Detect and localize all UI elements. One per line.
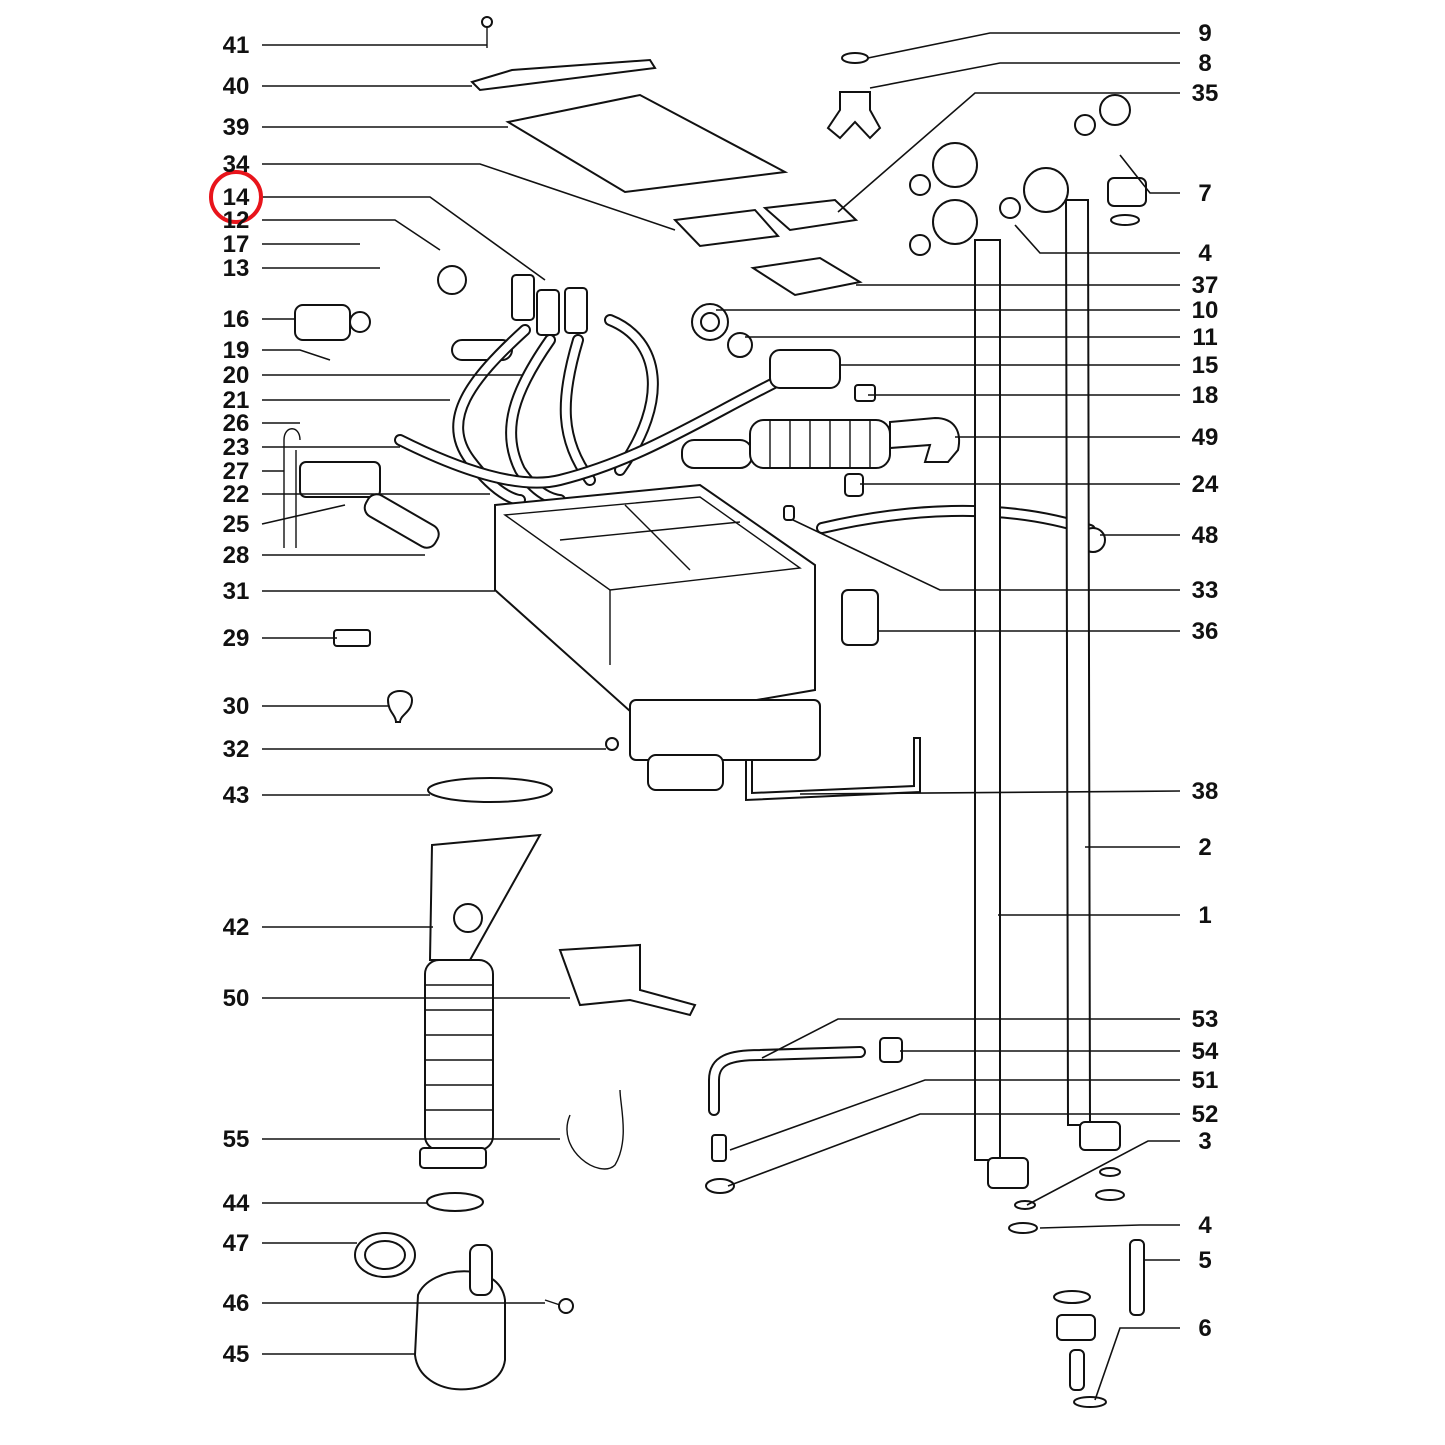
callout-label-left: 17	[223, 231, 250, 258]
callout-label-right: 54	[1192, 1038, 1219, 1065]
callout-label-left: 22	[223, 481, 250, 508]
callout-label-right: 4	[1198, 1212, 1212, 1239]
callout-label-right: 36	[1192, 618, 1219, 645]
parts-drawing	[283, 16, 1147, 1408]
callout-label-left: 32	[223, 736, 250, 763]
callout-label-right: 33	[1192, 577, 1219, 604]
callout-label-left: 43	[223, 782, 250, 809]
callout-label-left: 26	[223, 410, 250, 437]
callout-label-right: 49	[1192, 424, 1219, 451]
callout-label-left: 14	[223, 184, 250, 211]
callout-label-left: 16	[223, 306, 250, 333]
callout-label-left: 25	[223, 511, 250, 538]
callout-label-right: 37	[1192, 272, 1219, 299]
callout-label-left: 12	[223, 207, 250, 234]
callout-label-left: 21	[223, 387, 250, 414]
callout-label-right: 4	[1198, 240, 1212, 267]
callout-label-left: 45	[223, 1341, 250, 1368]
callout-label-left: 28	[223, 542, 250, 569]
callout-label-left: 20	[223, 362, 250, 389]
callout-label-left: 41	[223, 32, 250, 59]
callout-label-left: 46	[223, 1290, 250, 1317]
callout-label-right: 9	[1198, 20, 1211, 47]
leader-lines	[261, 32, 1181, 1401]
callout-label-right: 8	[1198, 50, 1211, 77]
callout-label-right: 35	[1192, 80, 1219, 107]
callout-label-left: 39	[223, 114, 250, 141]
callout-label-left: 30	[223, 693, 250, 720]
callout-label-right: 15	[1192, 352, 1219, 379]
callout-label-right: 52	[1192, 1101, 1219, 1128]
callout-label-right: 51	[1192, 1067, 1219, 1094]
callout-label-left: 23	[223, 434, 250, 461]
callout-label-right: 3	[1198, 1128, 1211, 1155]
callout-label-right: 5	[1198, 1247, 1211, 1274]
highlight-circle	[209, 170, 263, 224]
callout-label-right: 10	[1192, 297, 1219, 324]
callout-label-right: 11	[1192, 324, 1217, 351]
callout-label-right: 24	[1192, 471, 1219, 498]
callout-label-right: 38	[1192, 778, 1219, 805]
callout-label-left: 19	[223, 337, 250, 364]
callout-label-right: 18	[1192, 382, 1219, 409]
callout-label-left: 40	[223, 73, 250, 100]
callout-label-left: 44	[223, 1190, 250, 1217]
callout-label-left: 34	[223, 151, 250, 178]
callout-label-left: 31	[223, 578, 250, 605]
callout-label-left: 29	[223, 625, 250, 652]
callout-label-right: 7	[1198, 180, 1211, 207]
callout-label-right: 2	[1198, 834, 1211, 861]
callout-label-right: 48	[1192, 522, 1219, 549]
callout-label-right: 6	[1198, 1315, 1211, 1342]
callout-label-left: 27	[223, 458, 250, 485]
callout-label-right: 53	[1192, 1006, 1219, 1033]
callout-label-left: 50	[223, 985, 250, 1012]
callout-label-left: 13	[223, 255, 250, 282]
callout-label-left: 55	[223, 1126, 250, 1153]
callout-label-left: 42	[223, 914, 250, 941]
callout-label-left: 47	[223, 1230, 250, 1257]
callout-label-right: 1	[1198, 902, 1211, 929]
